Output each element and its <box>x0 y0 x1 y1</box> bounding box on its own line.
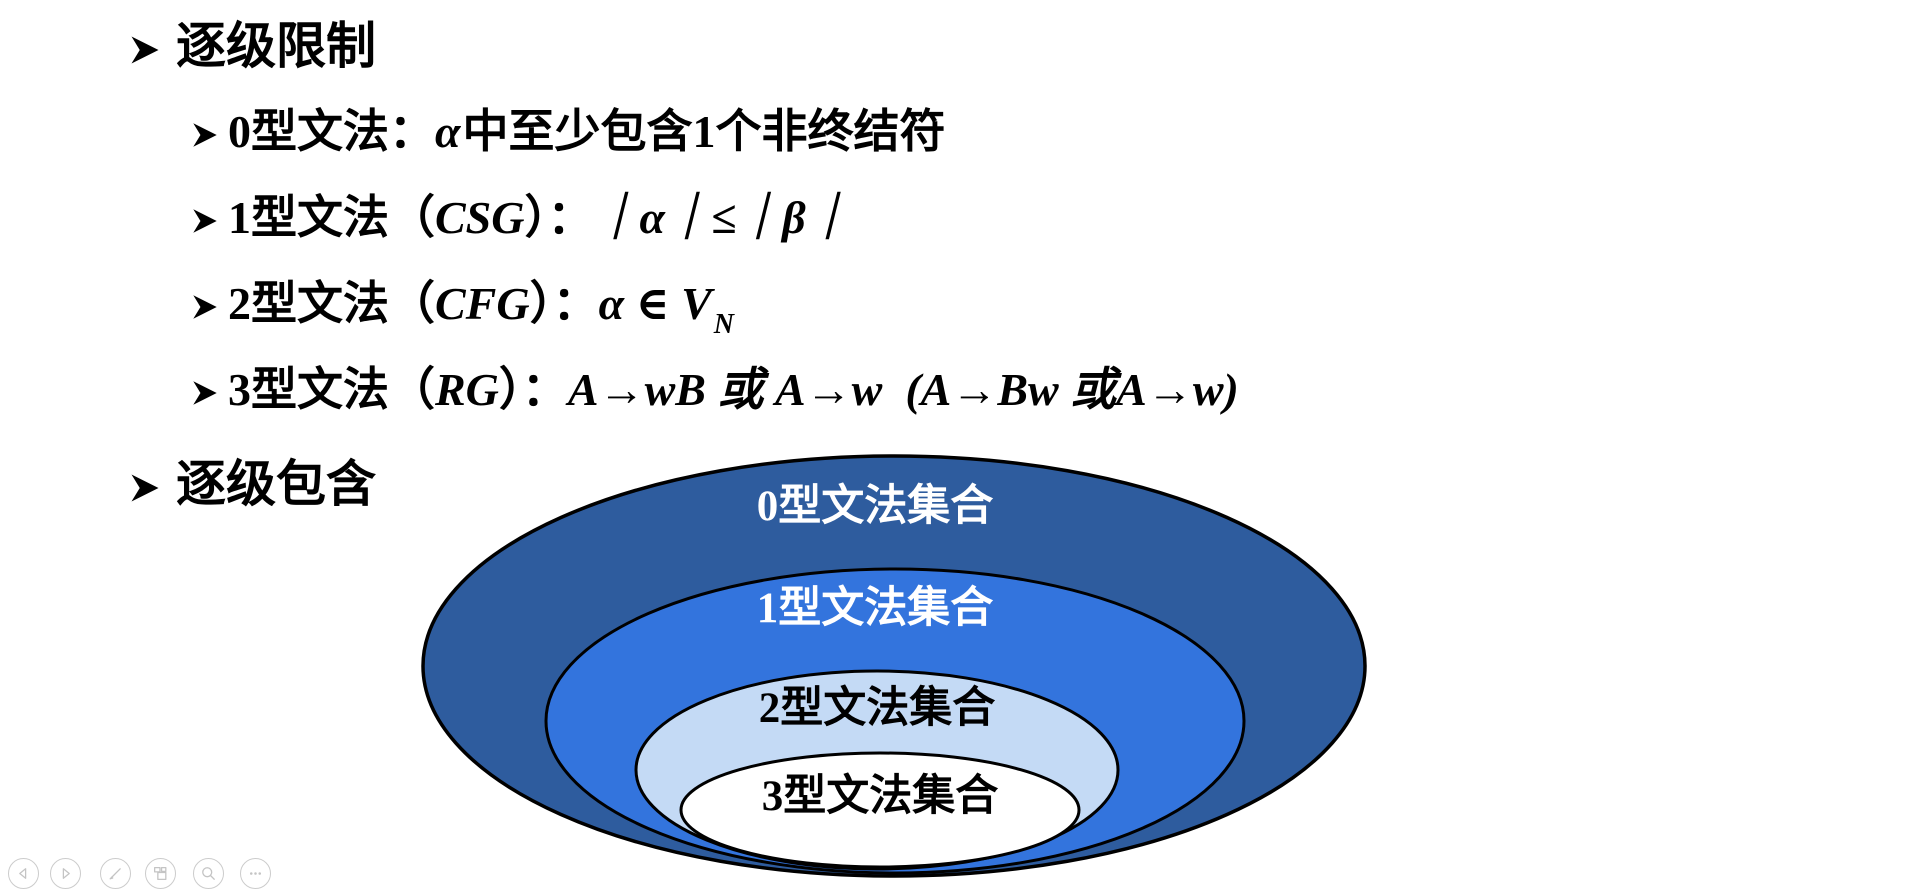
left-triangle-icon <box>19 868 27 879</box>
item-formula: A→wB 或 A→w (A→Bw 或A→w) <box>567 364 1239 415</box>
arrow-bullet-icon <box>131 474 159 502</box>
item-label: 3型文法（ <box>228 364 435 415</box>
arrow-bullet-icon <box>193 295 217 319</box>
heading-inclusion: 逐级包含 <box>130 452 376 516</box>
item-subscript: N <box>713 309 735 340</box>
next-slide-button[interactable] <box>50 858 81 889</box>
pen-tools-button[interactable] <box>100 858 131 889</box>
see-all-slides-button[interactable] <box>145 858 176 889</box>
slides-grid-icon <box>154 867 167 880</box>
grammar-item-type2: 2型文法（CFG）：α ∈ VN <box>192 274 734 355</box>
arrow-bullet-icon <box>193 209 217 233</box>
heading-inclusion-text: 逐级包含 <box>176 456 376 512</box>
type2-set-label: 2型文法集合 <box>759 684 996 732</box>
item-label: ）： <box>498 364 568 415</box>
item-abbr: CFG <box>435 278 530 329</box>
type3-set-ellipse <box>679 751 1081 869</box>
item-abbr: RG <box>435 364 499 415</box>
item-label: 2型文法（ <box>228 278 435 329</box>
item-label: ）： <box>524 192 594 243</box>
heading-restriction: 逐级限制 <box>130 14 376 78</box>
pen-icon <box>109 868 121 880</box>
arrow-bullet-icon <box>193 123 217 147</box>
item-tail: 中至少包含1个非终结符 <box>462 106 946 157</box>
zoom-button[interactable] <box>193 858 224 889</box>
item-label: ）： <box>529 278 599 329</box>
grammar-item-type1: 1型文法（CSG）：｜α｜≤｜β｜ <box>192 188 854 269</box>
more-options-button[interactable] <box>240 858 271 889</box>
arrow-bullet-icon <box>131 36 159 64</box>
item-formula: ｜α｜≤｜β｜ <box>593 192 852 243</box>
magnifier-icon <box>202 867 215 880</box>
right-triangle-icon <box>62 868 70 879</box>
grammar-item-type3: 3型文法（RG）：A→wB 或 A→w (A→Bw 或A→w) <box>192 360 1241 441</box>
ellipsis-icon <box>249 872 262 875</box>
item-formula: α ∈ V <box>598 278 712 329</box>
arrow-bullet-icon <box>193 381 217 405</box>
grammar-item-type0: 0型文法：α中至少包含1个非终结符 <box>192 102 945 183</box>
item-formula: α <box>435 106 461 157</box>
type3-set-label: 3型文法集合 <box>762 772 999 820</box>
type1-set-label: 1型文法集合 <box>757 584 994 632</box>
previous-slide-button[interactable] <box>8 858 39 889</box>
grammar-sets-diagram: 0型文法集合 1型文法集合 2型文法集合 3型文法集合 <box>421 454 1367 878</box>
item-label: 0型文法： <box>228 106 435 157</box>
type0-set-label: 0型文法集合 <box>757 482 994 530</box>
heading-restriction-text: 逐级限制 <box>176 18 376 74</box>
item-label: 1型文法（ <box>228 192 435 243</box>
item-abbr: CSG <box>435 192 525 243</box>
